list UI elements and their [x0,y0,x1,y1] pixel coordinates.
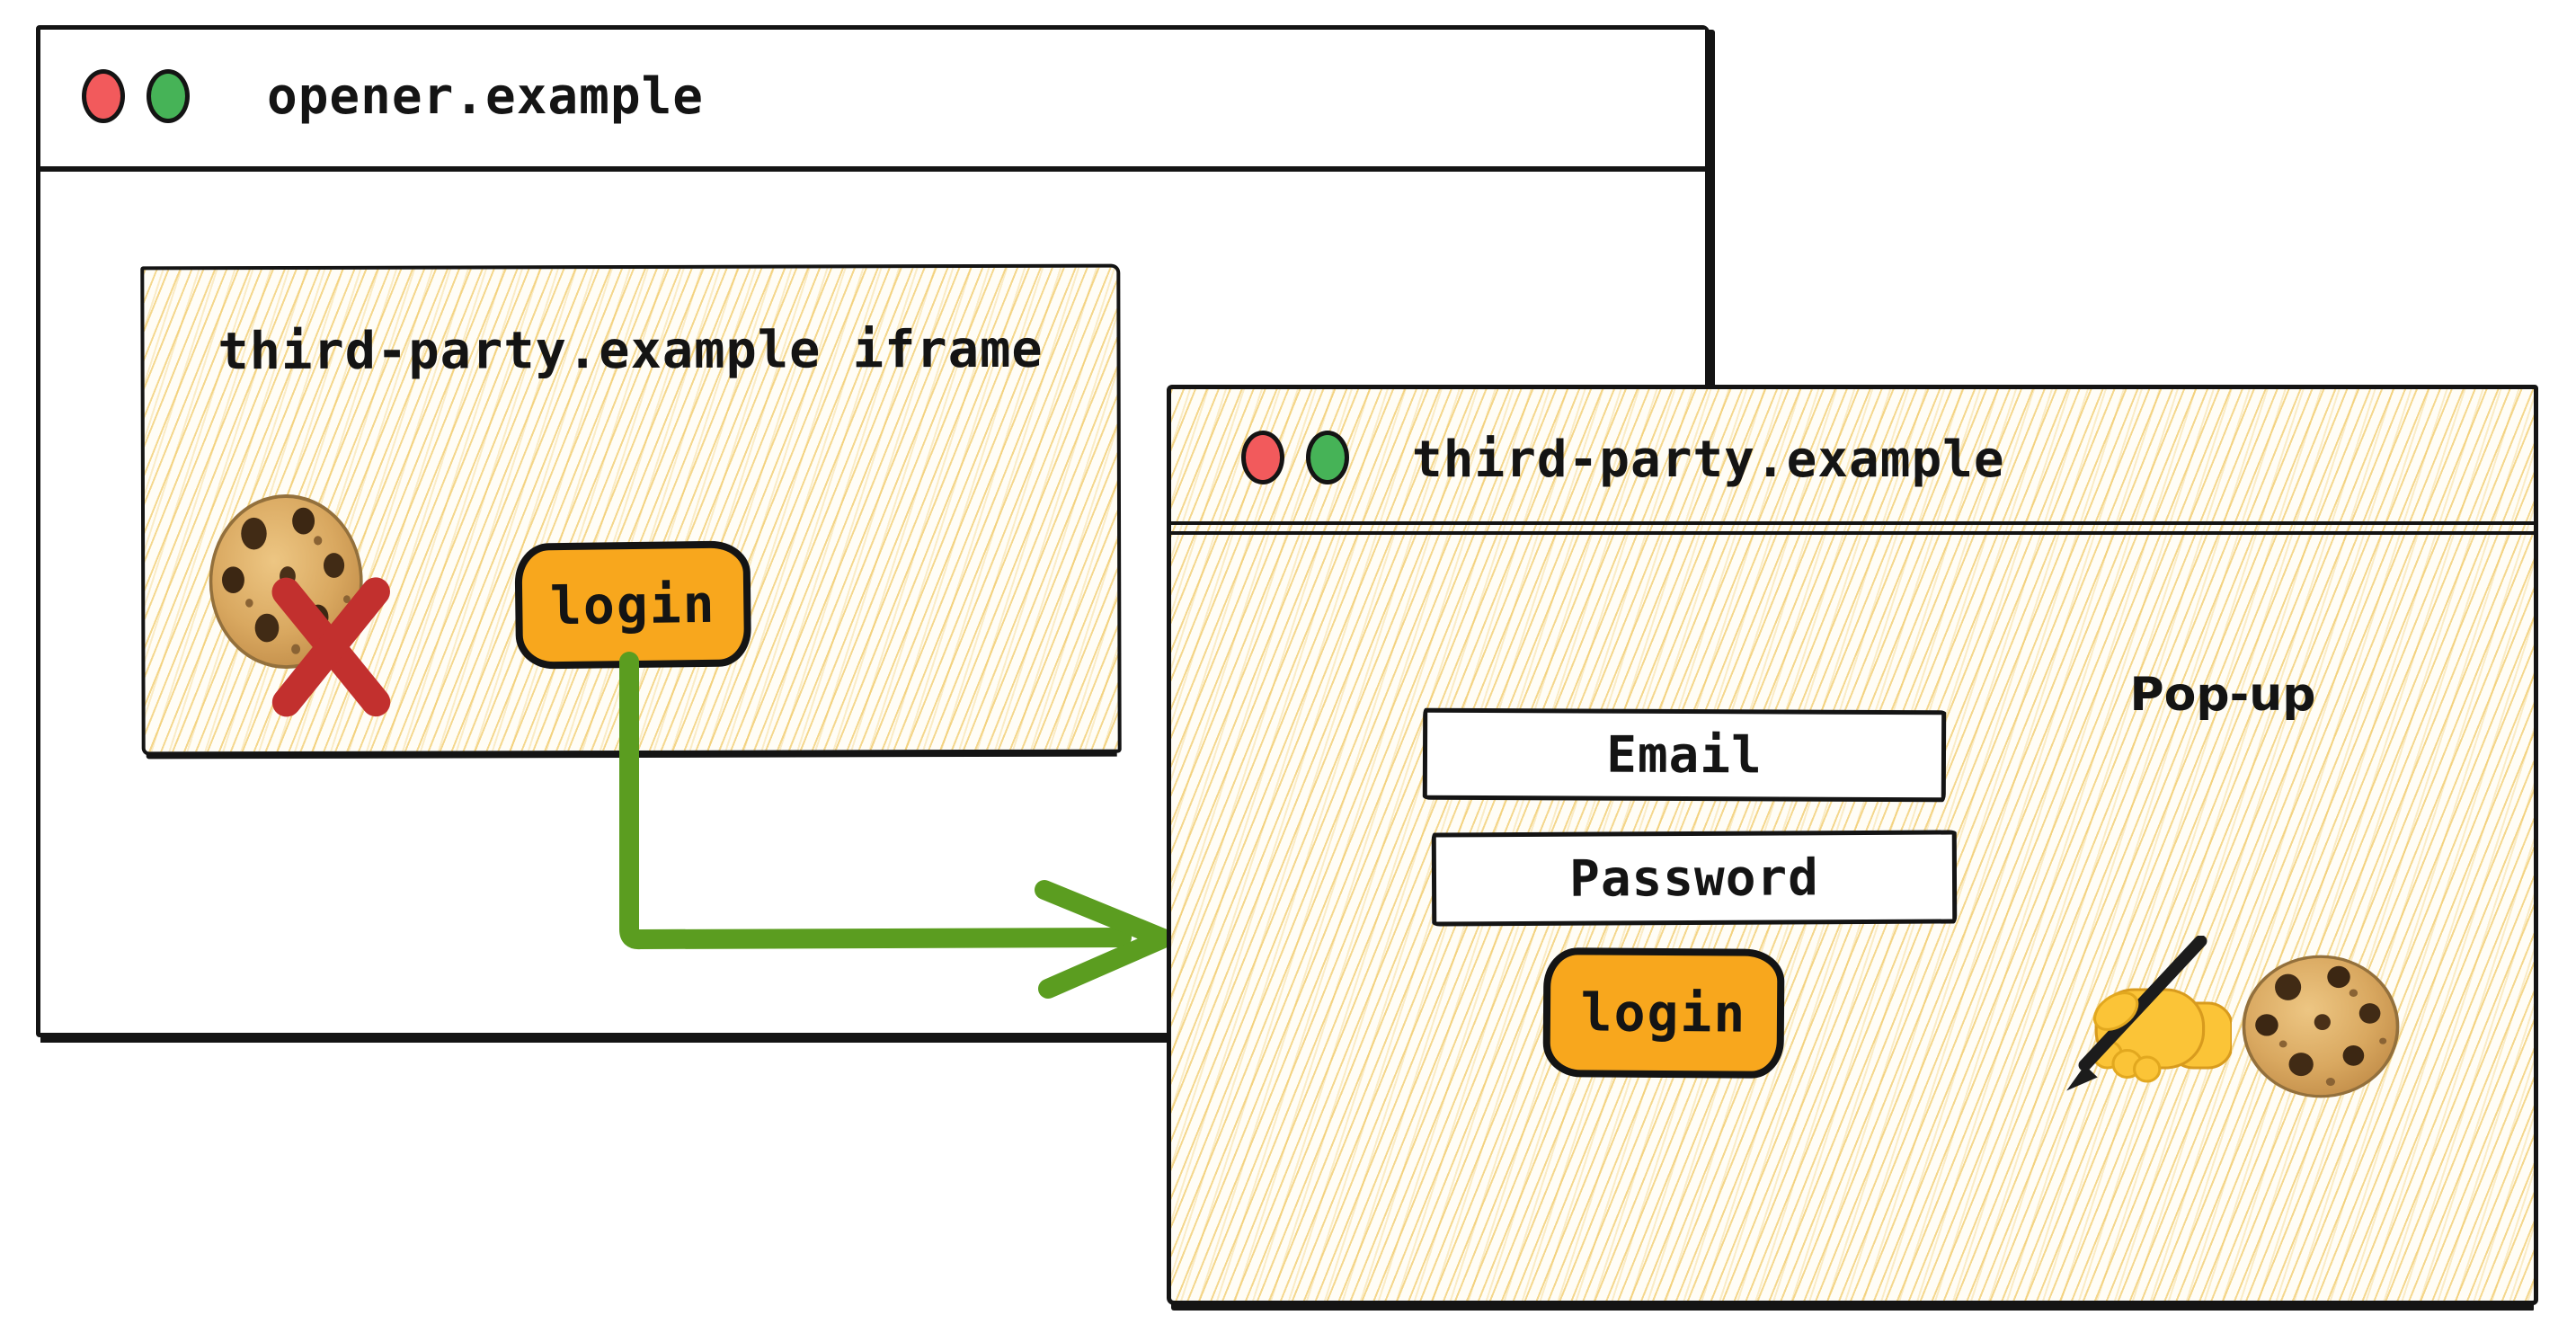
cookie-icon [2239,954,2403,1099]
iframe-login-label: login [549,573,717,637]
iframe-login-button[interactable]: login [514,540,752,670]
popup-login-label: login [1580,982,1747,1044]
password-field-placeholder: Password [1568,848,1820,909]
opener-window-title: opener.example [267,67,705,126]
iframe-label: third-party.example iframe [218,319,1044,382]
maximize-window-icon[interactable] [147,69,190,123]
maximize-window-icon[interactable] [1306,431,1349,484]
popup-window-title: third-party.example [1412,431,2005,489]
close-window-icon[interactable] [82,69,125,123]
close-window-icon[interactable] [1241,431,1284,484]
popup-window: third-party.example Pop-up Email Passwor… [1167,385,2538,1305]
password-field[interactable]: Password [1431,830,1958,927]
writing-hand-icon [2034,936,2232,1097]
popup-annotation-label: Pop-up [2129,668,2316,722]
opener-titlebar: opener.example [40,30,1705,172]
popup-login-button[interactable]: login [1542,947,1785,1079]
popup-titlebar: third-party.example [1171,389,2534,535]
email-field-placeholder: Email [1606,725,1763,785]
email-field[interactable]: Email [1422,707,1947,803]
third-party-iframe: third-party.example iframe login [140,263,1122,756]
blocked-x-icon [250,566,412,728]
